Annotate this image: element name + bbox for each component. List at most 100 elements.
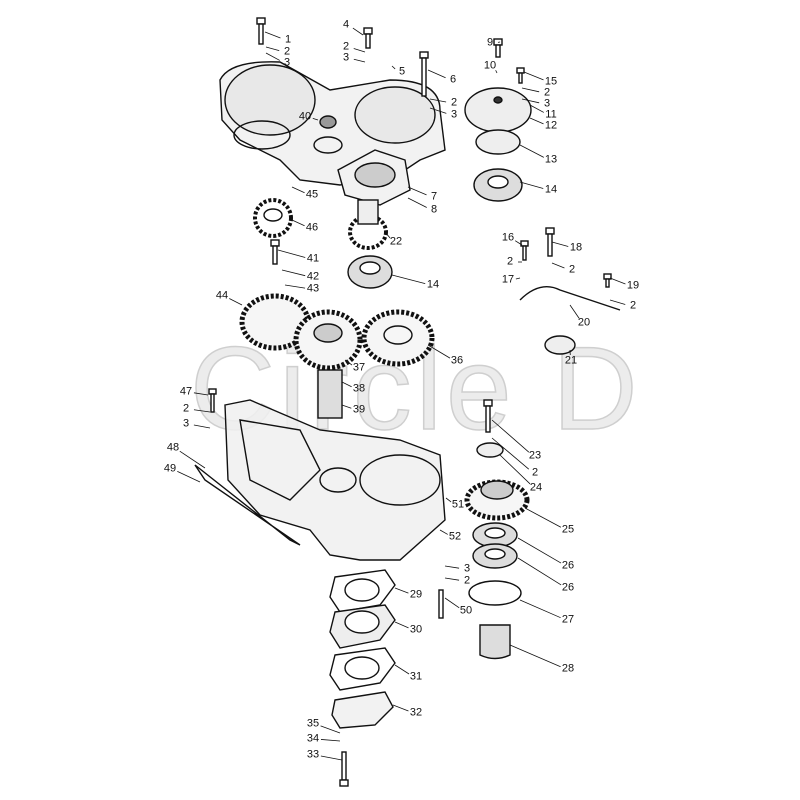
gaskets-and-plates — [329, 569, 396, 729]
leader-line — [179, 450, 206, 469]
callout-2: 2 — [568, 263, 576, 276]
leader-line — [407, 197, 427, 208]
callout-3: 3 — [450, 108, 458, 121]
callout-3: 3 — [182, 417, 190, 430]
leader-line — [491, 419, 530, 453]
leader-line — [344, 359, 353, 366]
callout-28: 28 — [561, 662, 575, 675]
callout-17: 17 — [501, 273, 515, 286]
leader-line — [193, 392, 209, 396]
leader-line — [439, 529, 448, 535]
callout-42: 42 — [306, 270, 320, 283]
callout-2: 2 — [450, 96, 458, 109]
leader-line — [524, 507, 562, 528]
leader-line — [352, 27, 364, 36]
callout-23: 23 — [528, 449, 542, 462]
callout-2: 2 — [543, 86, 551, 99]
leader-line — [551, 262, 565, 269]
leader-line — [394, 621, 409, 629]
callout-6: 6 — [449, 73, 457, 86]
callout-19: 19 — [626, 279, 640, 292]
leader-line — [514, 240, 523, 246]
cover-plate — [464, 87, 532, 202]
leader-line — [193, 424, 211, 429]
bolts — [208, 17, 612, 787]
leader-line — [291, 219, 305, 227]
leader-line — [341, 404, 352, 409]
callout-9: 9 — [486, 36, 494, 49]
callout-27: 27 — [561, 613, 575, 626]
callout-21: 21 — [564, 354, 578, 367]
callout-43: 43 — [306, 282, 320, 295]
callout-7: 7 — [430, 190, 438, 203]
leader-line — [609, 299, 626, 305]
leader-line — [519, 144, 544, 158]
leader-line — [519, 181, 544, 189]
callout-30: 30 — [409, 623, 423, 636]
callout-38: 38 — [352, 382, 366, 395]
leader-line — [429, 98, 447, 103]
gears — [239, 198, 530, 521]
callout-5: 5 — [398, 65, 406, 78]
leader-line — [341, 381, 352, 388]
leader-line — [515, 277, 521, 280]
callout-3: 3 — [463, 562, 471, 575]
callout-44: 44 — [215, 289, 229, 302]
callout-2: 2 — [531, 466, 539, 479]
callout-35: 35 — [306, 717, 320, 730]
leader-line — [444, 577, 460, 581]
callout-50: 50 — [459, 604, 473, 617]
callout-14: 14 — [544, 183, 558, 196]
callout-3: 3 — [342, 51, 350, 64]
leader-line — [517, 557, 562, 586]
leader-line — [519, 599, 561, 619]
leader-line — [391, 65, 396, 70]
leader-line — [291, 186, 305, 194]
leader-line — [499, 454, 531, 485]
leader-line — [529, 117, 544, 125]
callout-2: 2 — [283, 45, 291, 58]
leader-line — [523, 71, 544, 81]
leader-line — [265, 46, 280, 51]
callout-4: 4 — [342, 18, 350, 31]
callout-52: 52 — [448, 530, 462, 543]
callout-2: 2 — [506, 255, 514, 268]
callout-2: 2 — [629, 299, 637, 312]
callout-11: 11 — [545, 108, 557, 121]
leader-line — [495, 70, 498, 74]
callout-48: 48 — [166, 441, 180, 454]
leader-line — [353, 48, 366, 53]
leader-line — [277, 249, 306, 258]
leader-line — [529, 104, 544, 113]
leader-line — [281, 269, 306, 277]
callout-32: 32 — [409, 706, 423, 719]
callout-20: 20 — [577, 316, 591, 329]
leader-line — [551, 241, 569, 247]
callout-8: 8 — [430, 203, 438, 216]
leader-line — [407, 186, 427, 196]
callout-2: 2 — [342, 40, 350, 53]
leader-lines — [177, 27, 626, 761]
callout-24: 24 — [529, 481, 543, 494]
leader-line — [391, 274, 426, 284]
callout-26: 26 — [561, 581, 575, 594]
leader-line — [394, 664, 410, 675]
leader-line — [264, 31, 281, 39]
lower-gear-housing — [194, 399, 446, 561]
callout-16: 16 — [501, 231, 515, 244]
callout-15: 15 — [544, 75, 558, 88]
callout-18: 18 — [569, 241, 583, 254]
callout-25: 25 — [561, 523, 575, 536]
callout-40: 40 — [298, 110, 312, 123]
leader-line — [445, 497, 452, 503]
upper-timing-cover — [219, 61, 446, 186]
bearing-housing — [337, 149, 411, 206]
callout-2: 2 — [182, 402, 190, 415]
callout-10: 10 — [483, 59, 497, 72]
callout-47: 47 — [179, 385, 193, 398]
callout-41: 41 — [306, 252, 320, 265]
leader-line — [444, 597, 460, 609]
leader-line — [521, 98, 540, 104]
